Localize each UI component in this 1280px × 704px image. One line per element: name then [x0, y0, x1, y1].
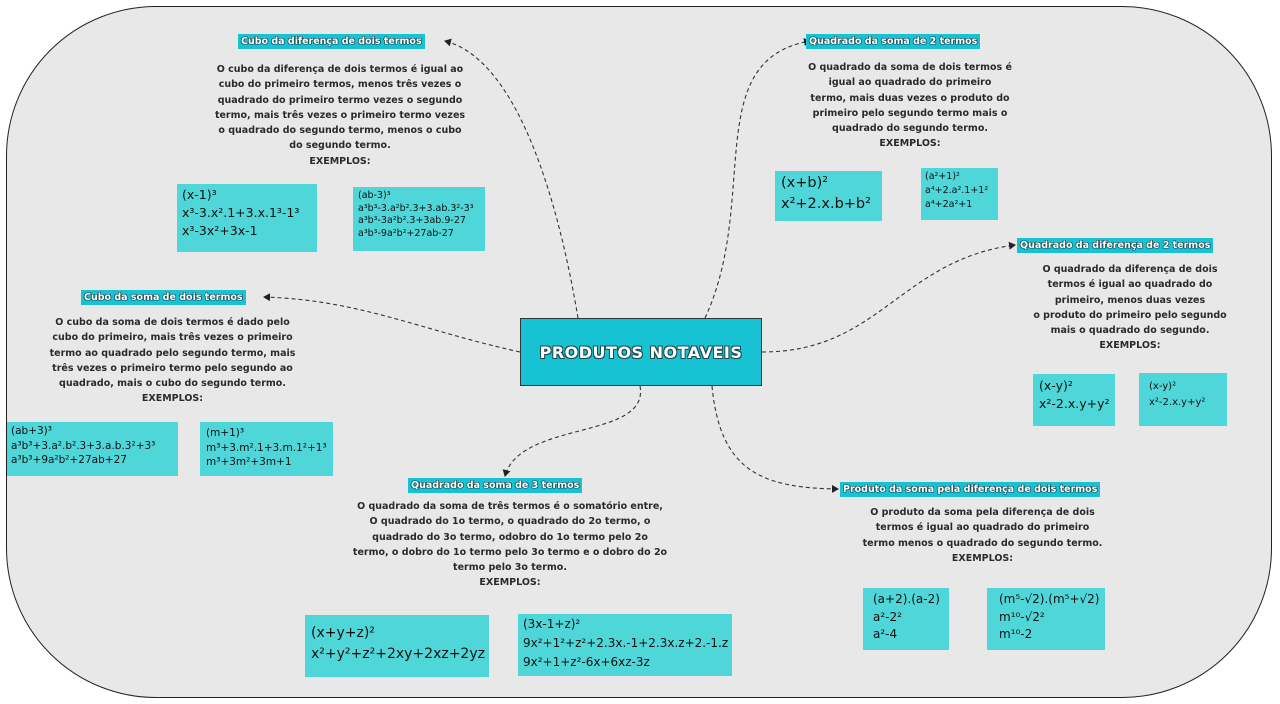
example-box: (x-y)² x²-2.x.y+y² [1139, 373, 1227, 426]
description-line: termo, mais duas vezes o produto do [810, 92, 1010, 104]
example-line: x²+y²+z²+2xy+2xz+2yz [311, 646, 485, 662]
description-line: igual ao quadrado do primeiro [828, 77, 992, 89]
examples-label: EXEMPLOS: [141, 393, 204, 405]
example-line: a⁴+2.a².1+1² [925, 185, 989, 196]
description-line: primeiro, menos duas vezes [1054, 294, 1206, 306]
example-line: x²-2.x.y+y² [1149, 397, 1206, 408]
example-box: (m⁵-√2).(m⁵+√2) m¹⁰-√2² m¹⁰-2 [987, 588, 1105, 650]
examples-label: EXEMPLOS: [1099, 340, 1161, 352]
description-line: O cubo da diferença de dois termos é igu… [216, 64, 464, 75]
examples-label: EXEMPLOS: [951, 552, 1014, 564]
example-line: m¹⁰-2 [999, 627, 1033, 641]
example-box: (x-y)² x²-2.x.y+y² [1033, 374, 1115, 426]
example-line: a³b³-9a²b²+27ab-27 [358, 227, 454, 239]
example-line: (a+2).(a-2) [873, 592, 940, 606]
examples-label: EXEMPLOS: [309, 155, 371, 167]
example-line: a⁴+2a²+1 [925, 199, 973, 210]
example-line: (ab-3)³ [358, 190, 391, 201]
example-line: (3x-1+z)² [523, 617, 581, 631]
example-box: (m+1)³ m³+3.m².1+3.m.1²+1³ m³+3m²+3m+1 [200, 422, 333, 476]
description-line: termo pelo 3o termo. [453, 562, 567, 574]
description-line: termo, o dobro do 1o termo pelo 3o termo… [352, 546, 668, 558]
title-quadrado-soma-3: Quadrado da soma de 3 termos [408, 478, 583, 493]
description-line: quadrado do primeiro termo vezes o segun… [217, 94, 463, 106]
example-line: (m+1)³ [206, 427, 245, 439]
example-line: a³b³+3.a².b².3+3.a.b.3²+3³ [11, 439, 156, 452]
description-line: primeiro pelo segundo termo mais o [812, 107, 1008, 119]
example-line: x³-3x²+3x-1 [182, 223, 258, 238]
description-line: quadrado do segundo termo. [832, 123, 988, 135]
description-line: quadrado do 3o termo, odobro do 1o termo… [372, 531, 648, 543]
title-produto-soma-diferenca: Produto da soma pela diferença de dois t… [840, 482, 1101, 497]
description-line: do segundo termo. [289, 140, 391, 152]
description-quadrado-soma-2: O quadrado da soma de dois termos é igua… [775, 60, 1045, 152]
example-box: (a+2).(a-2) a²-2² a²-4 [863, 588, 949, 650]
example-line: x²-2.x.y+y² [1039, 396, 1110, 411]
description-line: quadrado, mais o cubo do segundo termo. [59, 378, 286, 390]
example-box: (x-1)³ x³-3.x².1+3.x.1³-1³ x³-3x²+3x-1 [177, 184, 317, 252]
example-line: (x-1)³ [182, 187, 217, 202]
description-line: O cubo da soma de dois termos é dado pel… [55, 317, 290, 328]
description-line: termo, mais três vezes o primeiro termo … [214, 109, 466, 121]
example-line: (x-y)² [1039, 378, 1073, 393]
description-line: três vezes o primeiro termo pelo segundo… [52, 362, 293, 374]
example-line: (a²+1)² [925, 171, 960, 182]
description-line: termo ao quadrado pelo segundo termo, ma… [49, 347, 296, 359]
example-line: x²+2.x.b+b² [781, 196, 871, 212]
example-box: (a²+1)² a⁴+2.a².1+1² a⁴+2a²+1 [921, 168, 998, 220]
description-quadrado-soma-3: O quadrado da soma de três termos é o so… [325, 499, 695, 591]
example-line: (m⁵-√2).(m⁵+√2) [999, 592, 1100, 606]
example-box: (x+b)² x²+2.x.b+b² [775, 171, 882, 221]
description-line: o quadrado do segundo termo, menos o cub… [218, 125, 462, 137]
description-produto-soma-diferenca: O produto da soma pela diferença de dois… [840, 505, 1125, 566]
example-line: a²-4 [873, 627, 898, 641]
description-line: O quadrado da diferença de dois [1042, 264, 1218, 275]
description-line: o produto do primeiro pelo segundo [1033, 309, 1227, 321]
description-line: mais o quadrado do segundo. [1050, 325, 1210, 337]
description-line: O produto da soma pela diferença de dois [870, 507, 1095, 518]
example-line: a³b³-3a²b².3+3ab.9-27 [358, 215, 466, 226]
description-line: O quadrado da soma de três termos é o so… [357, 501, 663, 512]
description-line: termos é igual ao quadrado do [1047, 279, 1213, 291]
title-quadrado-soma-2: Quadrado da soma de 2 termos [806, 34, 981, 49]
example-line: 9x²+1²+z²+2.3x.-1+2.3x.z+2.-1.z [523, 636, 729, 650]
example-box: (ab+3)³ a³b³+3.a².b².3+3.a.b.3²+3³ a³b³+… [7, 422, 178, 476]
description-line: termos é igual ao quadrado do primeiro [875, 522, 1090, 534]
example-line: (x-y)² [1149, 381, 1177, 392]
description-line: termo menos o quadrado do segundo termo. [862, 537, 1103, 549]
title-quadrado-diferenca-2: Quadrado da diferença de 2 termos [1017, 238, 1214, 253]
description-line: O quadrado da soma de dois termos é [808, 62, 1012, 73]
description-line: cubo do primeiro termos, menos três veze… [218, 79, 462, 91]
example-box: (3x-1+z)² 9x²+1²+z²+2.3x.-1+2.3x.z+2.-1.… [518, 614, 732, 676]
examples-label: EXEMPLOS: [879, 138, 941, 150]
example-line: (x+b)² [781, 175, 829, 191]
example-line: a³b³-3.a²b².3+3.ab.3²-3³ [358, 202, 474, 214]
examples-label: EXEMPLOS: [479, 577, 541, 589]
example-box: (ab-3)³ a³b³-3.a²b².3+3.ab.3²-3³ a³b³-3a… [353, 187, 485, 251]
example-line: (x+y+z)² [311, 625, 375, 641]
example-box: (x+y+z)² x²+y²+z²+2xy+2xz+2yz [305, 615, 489, 677]
description-quadrado-diferenca-2: O quadrado da diferença de dois termos é… [1010, 262, 1250, 354]
description-cubo-diferenca: O cubo da diferença de dois termos é igu… [180, 62, 500, 169]
example-line: (ab+3)³ [11, 425, 52, 437]
example-line: m³+3.m².1+3.m.1²+1³ [206, 441, 327, 454]
title-cubo-soma: Cubo da soma de dois termos [81, 290, 246, 305]
description-line: cubo do primeiro, mais três vezes o prim… [52, 332, 293, 344]
title-cubo-diferenca: Cubo da diferença de dois termos [238, 34, 425, 49]
description-cubo-soma: O cubo da soma de dois termos é dado pel… [30, 315, 315, 407]
example-line: x³-3.x².1+3.x.1³-1³ [182, 205, 300, 220]
example-line: 9x²+1+z²-6x+6xz-3z [523, 655, 650, 669]
description-line: O quadrado do 1o termo, o quadrado do 2o… [369, 516, 651, 528]
central-topic: PRODUTOS NOTAVEIS [520, 318, 762, 386]
example-line: a²-2² [873, 609, 902, 624]
example-line: m¹⁰-√2² [999, 609, 1045, 624]
example-line: m³+3m²+3m+1 [206, 456, 292, 468]
example-line: a³b³+9a²b²+27ab+27 [11, 454, 127, 466]
